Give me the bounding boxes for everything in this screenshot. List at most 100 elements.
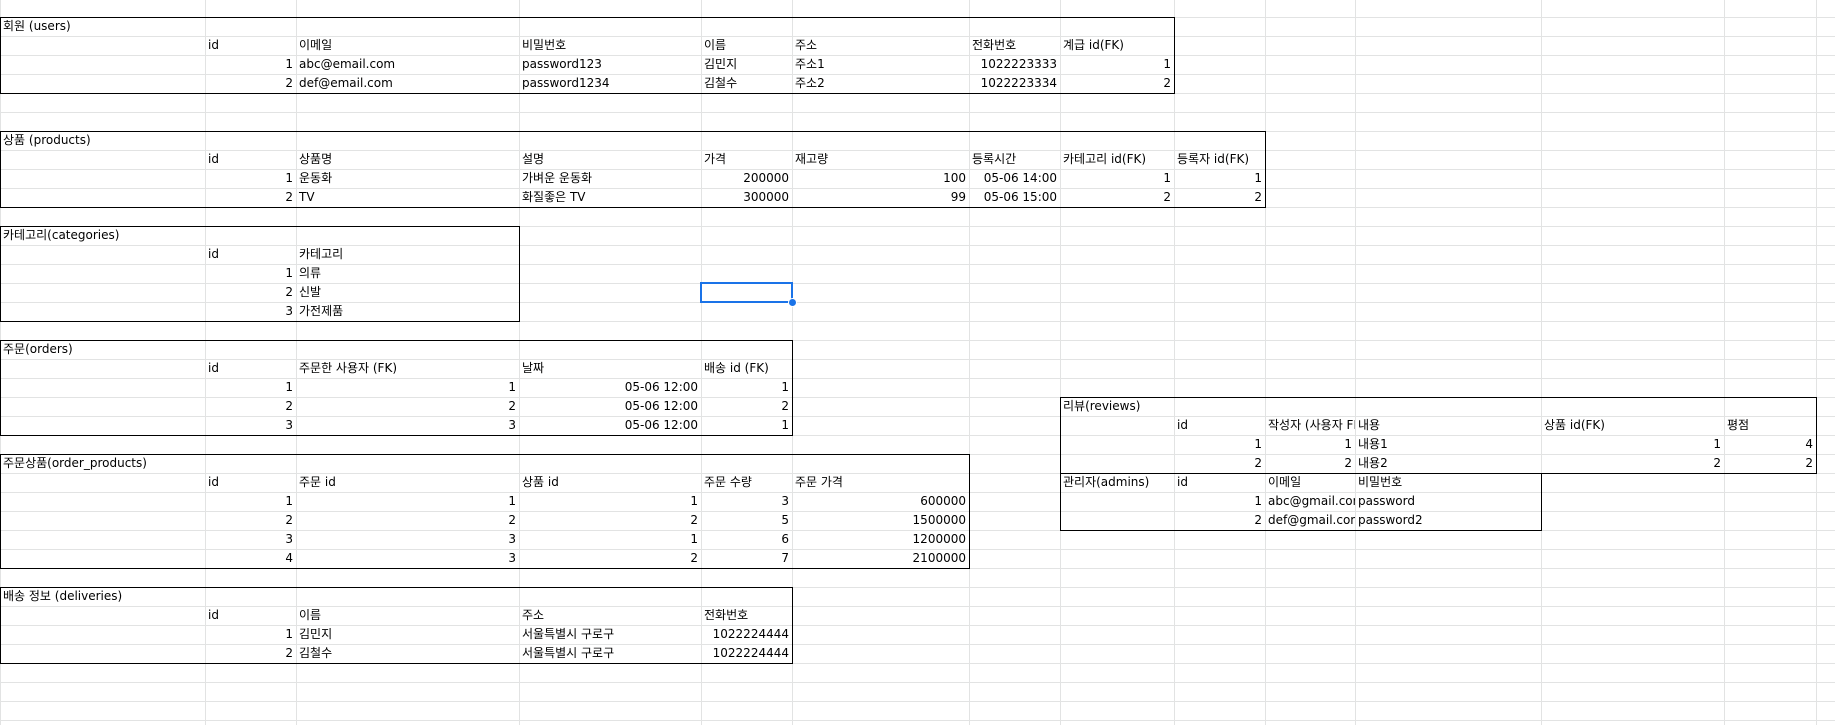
column-header[interactable]: 비밀번호 bbox=[1358, 475, 1403, 489]
table-cell[interactable]: 2 bbox=[1163, 76, 1171, 90]
table-cell[interactable]: 1 bbox=[1254, 494, 1262, 508]
table-cell[interactable]: 1 bbox=[1344, 437, 1352, 451]
table-title[interactable]: 배송 정보 (deliveries) bbox=[3, 589, 123, 603]
table-cell[interactable]: 1022223334 bbox=[980, 76, 1057, 90]
table-cell[interactable]: 3 bbox=[285, 418, 293, 432]
table-cell[interactable]: 2 bbox=[1344, 456, 1352, 470]
table-cell[interactable]: 2 bbox=[781, 399, 789, 413]
table-cell[interactable]: TV bbox=[299, 190, 315, 204]
table-cell[interactable]: 1022223333 bbox=[980, 57, 1057, 71]
column-header[interactable]: 비밀번호 bbox=[522, 38, 567, 52]
table-cell[interactable]: password2 bbox=[1358, 513, 1423, 527]
table-cell[interactable]: 김민지 bbox=[704, 57, 738, 71]
table-cell[interactable]: 가전제품 bbox=[299, 304, 344, 318]
table-cell[interactable]: 4 bbox=[285, 551, 293, 565]
column-header[interactable]: 재고량 bbox=[795, 152, 829, 166]
column-header[interactable]: id bbox=[208, 152, 219, 166]
table-cell[interactable]: 600000 bbox=[920, 494, 966, 508]
table-cell[interactable]: def@email.com bbox=[299, 76, 393, 90]
table-cell[interactable]: 1022224444 bbox=[712, 627, 789, 641]
table-cell[interactable]: 주소1 bbox=[795, 57, 825, 71]
table-cell[interactable]: 1200000 bbox=[912, 532, 966, 546]
column-header[interactable]: 상품 id(FK) bbox=[1544, 418, 1605, 432]
table-cell[interactable]: 1 bbox=[781, 418, 789, 432]
table-cell[interactable]: 05-06 14:00 bbox=[983, 171, 1057, 185]
table-cell[interactable]: 2 bbox=[285, 399, 293, 413]
column-header[interactable]: 주문한 사용자 (FK) bbox=[299, 361, 398, 375]
table-cell[interactable]: 2 bbox=[1254, 190, 1262, 204]
table-cell[interactable]: 3 bbox=[285, 304, 293, 318]
table-cell[interactable]: 2 bbox=[508, 513, 516, 527]
table-cell[interactable]: 신발 bbox=[299, 285, 322, 299]
column-header[interactable]: id bbox=[208, 475, 219, 489]
table-cell[interactable]: 1 bbox=[285, 266, 293, 280]
column-header[interactable]: 배송 id (FK) bbox=[704, 361, 769, 375]
table-title[interactable]: 리뷰(reviews) bbox=[1063, 399, 1141, 413]
column-header[interactable]: 주소 bbox=[522, 608, 545, 622]
table-cell[interactable]: 김민지 bbox=[299, 627, 333, 641]
table-title[interactable]: 상품 (products) bbox=[3, 133, 91, 147]
table-cell[interactable]: 2 bbox=[285, 76, 293, 90]
table-cell[interactable]: 05-06 12:00 bbox=[624, 399, 698, 413]
table-cell[interactable]: 200000 bbox=[743, 171, 789, 185]
table-cell[interactable]: 화질좋은 TV bbox=[522, 190, 586, 204]
column-header[interactable]: 주소 bbox=[795, 38, 818, 52]
table-cell[interactable]: 2 bbox=[1254, 456, 1262, 470]
column-header[interactable]: 평점 bbox=[1727, 418, 1750, 432]
table-cell[interactable]: 1 bbox=[1163, 171, 1171, 185]
table-cell[interactable]: 2 bbox=[285, 513, 293, 527]
table-cell[interactable]: 1 bbox=[285, 57, 293, 71]
column-header[interactable]: id bbox=[208, 361, 219, 375]
table-cell[interactable]: 2 bbox=[690, 551, 698, 565]
table-cell[interactable]: 1 bbox=[1163, 57, 1171, 71]
column-header[interactable]: id bbox=[1177, 418, 1188, 432]
table-cell[interactable]: 3 bbox=[508, 551, 516, 565]
table-cell[interactable]: 1 bbox=[690, 532, 698, 546]
table-cell[interactable]: 2 bbox=[690, 513, 698, 527]
column-header[interactable]: 상품명 bbox=[299, 152, 333, 166]
table-cell[interactable]: 김철수 bbox=[299, 646, 333, 660]
column-header[interactable]: 카테고리 bbox=[299, 247, 344, 261]
table-cell[interactable]: 1 bbox=[285, 171, 293, 185]
table-title[interactable]: 주문상품(order_products) bbox=[3, 456, 147, 470]
table-title[interactable]: 카테고리(categories) bbox=[3, 228, 120, 242]
table-cell[interactable]: 3 bbox=[285, 532, 293, 546]
table-cell[interactable]: 1 bbox=[1254, 437, 1262, 451]
table-cell[interactable]: abc@gmail.com bbox=[1268, 494, 1355, 508]
table-title[interactable]: 관리자(admins) bbox=[1063, 475, 1150, 489]
table-cell[interactable]: 3 bbox=[508, 418, 516, 432]
table-cell[interactable]: 2 bbox=[1254, 513, 1262, 527]
column-header[interactable]: 전화번호 bbox=[704, 608, 749, 622]
table-cell[interactable]: 1 bbox=[508, 380, 516, 394]
table-cell[interactable]: 2100000 bbox=[912, 551, 966, 565]
table-cell[interactable]: 김철수 bbox=[704, 76, 738, 90]
table-cell[interactable]: 5 bbox=[781, 513, 789, 527]
table-cell[interactable]: 7 bbox=[781, 551, 789, 565]
table-cell[interactable]: 1 bbox=[1713, 437, 1721, 451]
table-cell[interactable]: 05-06 12:00 bbox=[624, 380, 698, 394]
table-cell[interactable]: 1 bbox=[690, 494, 698, 508]
table-cell[interactable]: 100 bbox=[943, 171, 966, 185]
table-title[interactable]: 주문(orders) bbox=[3, 342, 73, 356]
column-header[interactable]: 이메일 bbox=[299, 38, 333, 52]
table-cell[interactable]: 1 bbox=[285, 494, 293, 508]
column-header[interactable]: id bbox=[208, 38, 219, 52]
table-cell[interactable]: 6 bbox=[781, 532, 789, 546]
table-cell[interactable]: password bbox=[1358, 494, 1415, 508]
table-cell[interactable]: 서울특별시 구로구 bbox=[522, 646, 615, 660]
column-header[interactable]: 주문 id bbox=[299, 475, 336, 489]
column-header[interactable]: 이름 bbox=[704, 38, 727, 52]
table-cell[interactable]: 1022224444 bbox=[712, 646, 789, 660]
column-header[interactable]: 전화번호 bbox=[972, 38, 1017, 52]
table-cell[interactable]: 1 bbox=[508, 494, 516, 508]
table-cell[interactable]: 99 bbox=[950, 190, 966, 204]
table-cell[interactable]: password1234 bbox=[522, 76, 610, 90]
column-header[interactable]: 날짜 bbox=[522, 361, 545, 375]
table-cell[interactable]: 2 bbox=[1805, 456, 1813, 470]
table-cell[interactable]: password123 bbox=[522, 57, 602, 71]
table-cell[interactable]: 3 bbox=[781, 494, 789, 508]
table-cell[interactable]: 2 bbox=[285, 646, 293, 660]
column-header[interactable]: id bbox=[1177, 475, 1188, 489]
column-header[interactable]: 가격 bbox=[704, 152, 727, 166]
